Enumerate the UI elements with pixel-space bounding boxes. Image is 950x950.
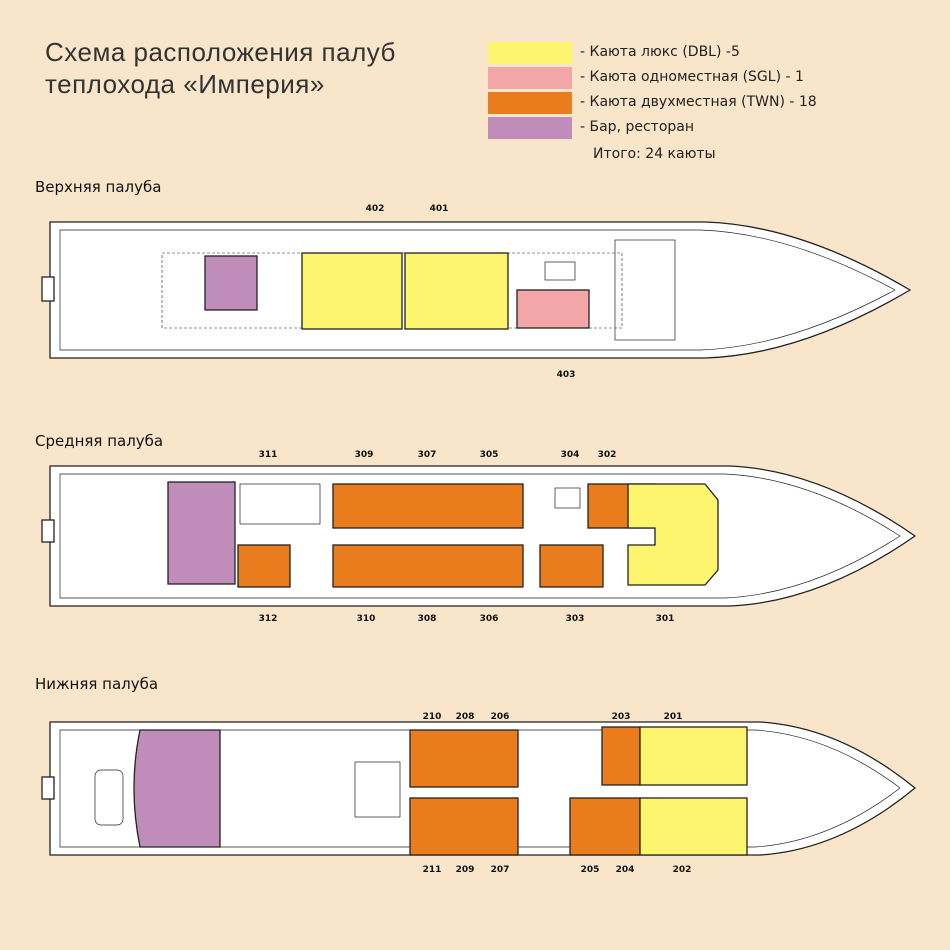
middle-bar [167, 481, 236, 585]
legend-swatch-bar [488, 117, 572, 139]
lower-boat [94, 769, 124, 826]
cabins-207-211-area [409, 797, 519, 856]
lower-restaurant [133, 729, 221, 848]
cabin-number-210: 210 [423, 712, 442, 722]
legend-swatch-lux [488, 42, 572, 64]
cabin-403-area [516, 289, 590, 329]
cabin-number-205: 205 [581, 865, 600, 875]
cabin-number-312: 312 [259, 614, 278, 624]
deck-label-upper: Верхняя палуба [35, 178, 162, 196]
upper-cabin-numbers: 402 401 403 [366, 204, 576, 380]
cabin-301-area [627, 483, 719, 586]
middle-stern-steps [41, 519, 55, 543]
legend-item-twin: - Каюта двухместная (TWN) - 18 [488, 92, 938, 114]
legend-item-bar: - Бар, ресторан [488, 117, 938, 139]
lower-cabin-numbers: 210 208 206 203 201 211 209 207 205 204 … [423, 712, 692, 875]
deck-label-lower: Нижняя палуба [35, 675, 159, 693]
legend-swatch-single [488, 67, 572, 89]
cabin-number-203: 203 [612, 712, 631, 722]
cabins-204-205-area [569, 797, 641, 856]
cabin-number-310: 310 [357, 614, 376, 624]
cabin-number-306: 306 [480, 614, 499, 624]
cabin-202-area [639, 797, 748, 856]
cabin-number-307: 307 [418, 450, 437, 460]
cabin-number-304: 304 [561, 450, 580, 460]
cabin-number-402: 402 [366, 204, 385, 214]
cabins-206-210-area [409, 729, 519, 788]
cabin-203-area [601, 726, 641, 786]
cabin-303-area [539, 544, 604, 588]
lower-inner-outline [59, 729, 901, 848]
cabin-number-401: 401 [430, 204, 449, 214]
middle-deck-plan [41, 465, 917, 607]
upper-stern-steps [41, 276, 55, 302]
upper-bar [204, 255, 258, 311]
cabin-number-308: 308 [418, 614, 437, 624]
cabin-number-202: 202 [673, 865, 692, 875]
cabins-306-310-area [332, 544, 524, 588]
title-line-1: Схема расположения палуб [45, 37, 396, 67]
deck-label-middle: Средняя палуба [35, 432, 164, 450]
cabin-number-403: 403 [557, 370, 576, 380]
upper-inner-outline [59, 229, 896, 351]
upper-deck-plan [41, 221, 912, 359]
cabin-number-209: 209 [456, 865, 475, 875]
cabin-401-area [404, 252, 509, 330]
cabin-number-311: 311 [259, 450, 278, 460]
cabin-201-area [639, 726, 748, 786]
cabin-number-303: 303 [566, 614, 585, 624]
cabin-number-301: 301 [656, 614, 675, 624]
cabin-number-201: 201 [664, 712, 683, 722]
cabin-number-204: 204 [616, 865, 635, 875]
cabin-number-305: 305 [480, 450, 499, 460]
cabins-305-309-area [332, 483, 524, 529]
legend-label-lux: - Каюта люкс (DBL) -5 [580, 44, 740, 60]
cabin-number-206: 206 [491, 712, 510, 722]
cabin-number-309: 309 [355, 450, 374, 460]
lower-stair [354, 761, 401, 818]
legend-item-single: - Каюта одноместная (SGL) - 1 [488, 67, 938, 89]
middle-inner-outline [59, 473, 901, 599]
lower-deck-plan [41, 721, 917, 856]
legend-swatch-twin [488, 92, 572, 114]
legend-label-twin: - Каюта двухместная (TWN) - 18 [580, 94, 817, 110]
page-title: Схема расположения палуб теплохода «Импе… [45, 36, 396, 100]
upper-stair [544, 261, 576, 281]
cabin-number-207: 207 [491, 865, 510, 875]
cabin-312-area [237, 544, 291, 588]
middle-lobby [239, 483, 321, 525]
lower-stern-steps [41, 776, 55, 800]
legend-label-bar: - Бар, ресторан [580, 119, 695, 135]
upper-wheelhouse [614, 239, 676, 341]
cabin-number-302: 302 [598, 450, 617, 460]
middle-cabin-numbers: 311 309 307 305 304 302 312 310 308 306 … [259, 450, 675, 624]
legend-item-lux: - Каюта люкс (DBL) -5 [488, 42, 938, 64]
cabin-number-208: 208 [456, 712, 475, 722]
middle-stair [554, 487, 581, 509]
legend-label-single: - Каюта одноместная (SGL) - 1 [580, 69, 804, 85]
cabin-number-211: 211 [423, 865, 442, 875]
cabin-402-area [301, 252, 403, 330]
title-line-2: теплохода «Империя» [45, 69, 325, 99]
legend-total: Итого: 24 каюты [593, 146, 716, 162]
